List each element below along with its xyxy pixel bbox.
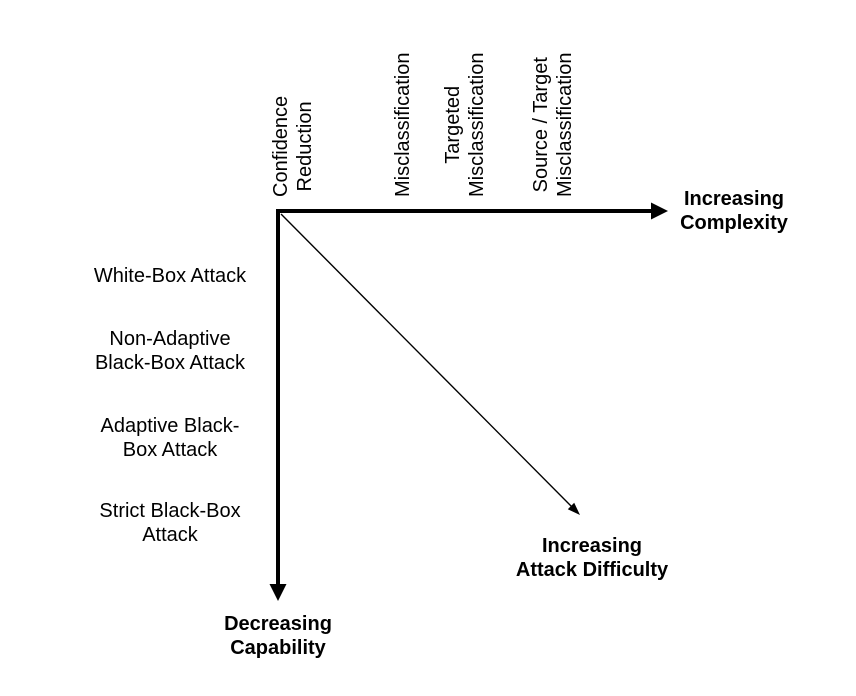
x-category-misclassification: Misclassification: [392, 52, 414, 197]
y-axis-title: Decreasing Capability: [224, 613, 332, 659]
y-category-non-adaptive-black-box-attack: Non-Adaptive Black-Box Attack: [94, 328, 246, 374]
y-category-adaptive-black-box-attack: Adaptive Black- Box Attack: [100, 415, 240, 461]
x-axis-title: Increasing Complexity: [680, 188, 788, 234]
x-axis-arrow: [276, 202, 668, 220]
difficulty-arrow: [280, 213, 580, 515]
diagonal-arrow-title: Increasing Attack Difficulty: [515, 535, 669, 581]
x-category-targeted-misclassification: Targeted Misclassification: [442, 52, 488, 197]
x-category-confidence-reduction: Confidence Reduction: [270, 95, 316, 197]
y-category-strict-black-box-attack: Strict Black-Box Attack: [99, 500, 241, 546]
y-category-white-box-attack: White-Box Attack: [93, 265, 247, 287]
y-axis-arrow: [269, 209, 287, 601]
x-category-source-target-misclassification: Source / Target Misclassification: [530, 52, 576, 197]
